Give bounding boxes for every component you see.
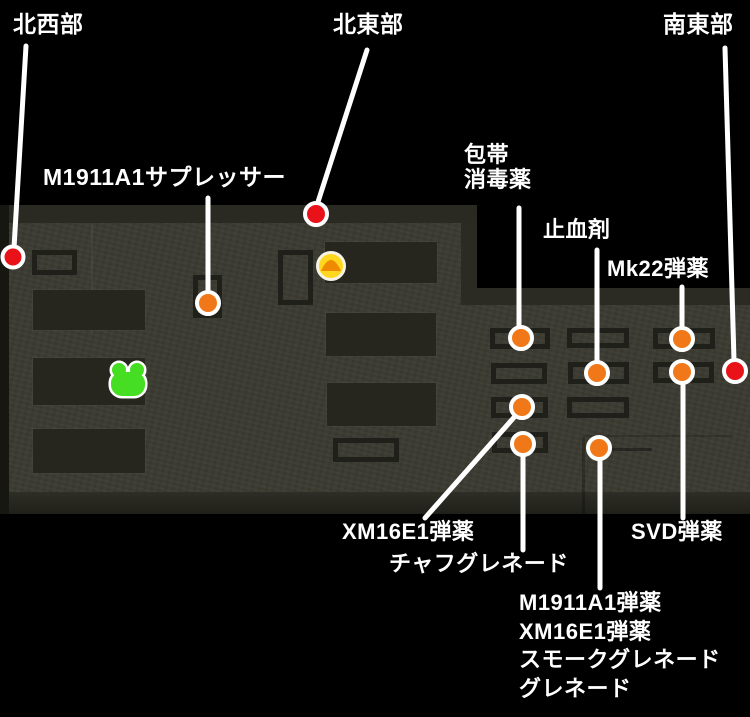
label-chaff-grenade: チャフグレネード: [389, 551, 569, 576]
label-bandage: 包帯: [464, 142, 510, 167]
map-crate: [491, 363, 547, 384]
label-m1911a1-ammo: M1911A1弾薬: [519, 590, 662, 615]
map-notch-cutout: [477, 205, 750, 288]
map-crate: [333, 438, 399, 462]
map-crate: [653, 328, 715, 349]
label-multi-item-spot: M1911A1弾薬 XM16E1弾薬 スモークグレネード グレネード: [519, 589, 721, 703]
map-left-edge: [0, 205, 9, 514]
label-styptic: 止血剤: [543, 217, 611, 242]
map-structure: [33, 290, 145, 330]
map-crate: [567, 397, 629, 418]
map-crate: [567, 328, 629, 348]
map-structure: [326, 313, 436, 356]
label-mk22-ammo: Mk22弾薬: [607, 256, 710, 281]
label-bandage-disinfectant: 包帯 消毒薬: [464, 142, 532, 193]
map-crate: [492, 432, 548, 453]
floor-seam: [91, 223, 93, 333]
map-top-edge: [0, 205, 477, 223]
map-structure: [325, 242, 437, 283]
map-crate: [568, 362, 629, 384]
label-southeast: 南東部: [663, 11, 734, 37]
map-crate: [653, 362, 714, 383]
label-smoke-grenade: スモークグレネード: [519, 647, 721, 672]
floor-seam: [583, 435, 733, 437]
map-crate: [491, 397, 548, 418]
map-crate: [193, 275, 222, 318]
map-structure: [33, 358, 145, 405]
label-xm16e1-ammo-2: XM16E1弾薬: [519, 618, 652, 644]
map-structure: [327, 383, 436, 426]
label-northeast: 北東部: [333, 11, 404, 37]
map-crate: [32, 250, 77, 275]
map-notch-bottom-edge: [461, 288, 750, 305]
label-suppressor: M1911A1サプレッサー: [43, 164, 286, 190]
callout-line-northeast: [314, 47, 370, 208]
floor-seam: [582, 437, 585, 514]
label-disinfectant: 消毒薬: [464, 167, 532, 193]
map-notch-left-edge: [461, 223, 477, 290]
map-crate: [278, 250, 313, 305]
map-crate: [490, 328, 550, 349]
map-bottom-edge: [0, 492, 750, 514]
label-svd-ammo: SVD弾薬: [631, 519, 723, 544]
label-xm16e1-ammo: XM16E1弾薬: [342, 519, 475, 544]
map-structure: [33, 429, 145, 473]
floor-detail-line: [612, 448, 652, 451]
label-grenade: グレネード: [519, 675, 632, 701]
label-northwest: 北西部: [13, 11, 84, 37]
